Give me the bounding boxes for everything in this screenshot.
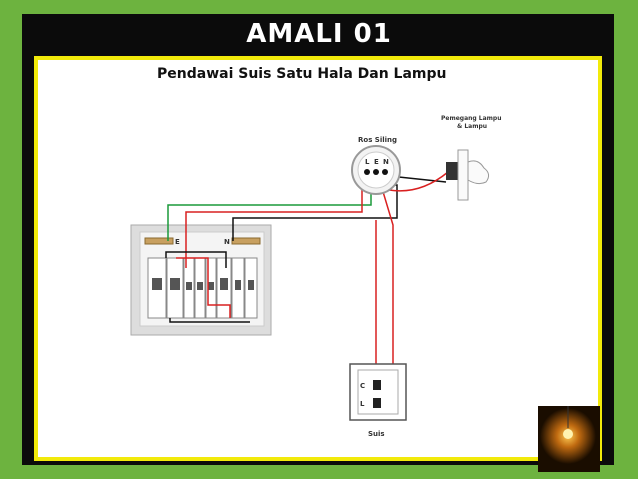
ceiling-rose: Ros Siling L E N bbox=[351, 136, 401, 195]
lamp-photo bbox=[538, 406, 600, 472]
slide-subtitle: Pendawai Suis Satu Hala Dan Lampu bbox=[157, 66, 447, 82]
lampholder-label-line2: & Lampu bbox=[457, 123, 487, 130]
internal-wire-2 bbox=[165, 251, 227, 268]
internal-wire-1 bbox=[176, 257, 231, 318]
internal-wire-3 bbox=[169, 318, 250, 323]
switch-return-wire bbox=[380, 184, 394, 380]
ceiling-rose-label: Ros Siling bbox=[358, 136, 397, 144]
terminal-e-label: E bbox=[374, 158, 379, 166]
lampholder-label-line1: Pemegang Lampu bbox=[441, 115, 501, 122]
neutral-bar-label: N bbox=[224, 238, 230, 246]
switch-terminal-c: C bbox=[360, 382, 365, 390]
lamp-neutral-wire bbox=[388, 171, 449, 192]
slide-title: AMALI 01 bbox=[246, 19, 392, 49]
earth-bar bbox=[144, 237, 174, 245]
neutral-bar bbox=[231, 237, 261, 245]
distribution-board: E N bbox=[130, 224, 272, 336]
earth-bar-label: E bbox=[175, 238, 180, 246]
one-way-switch: C L Suis bbox=[349, 363, 407, 438]
switch-terminal-l: L bbox=[360, 400, 365, 408]
terminal-l-label: L bbox=[365, 158, 370, 166]
terminal-n-label: N bbox=[383, 158, 389, 166]
slide-content bbox=[34, 56, 602, 461]
lampholder-and-lamp: Pemegang Lampu & Lampu bbox=[441, 115, 501, 201]
lightbulb-icon bbox=[563, 429, 573, 439]
wires bbox=[165, 171, 449, 380]
switch-label: Suis bbox=[368, 430, 385, 438]
